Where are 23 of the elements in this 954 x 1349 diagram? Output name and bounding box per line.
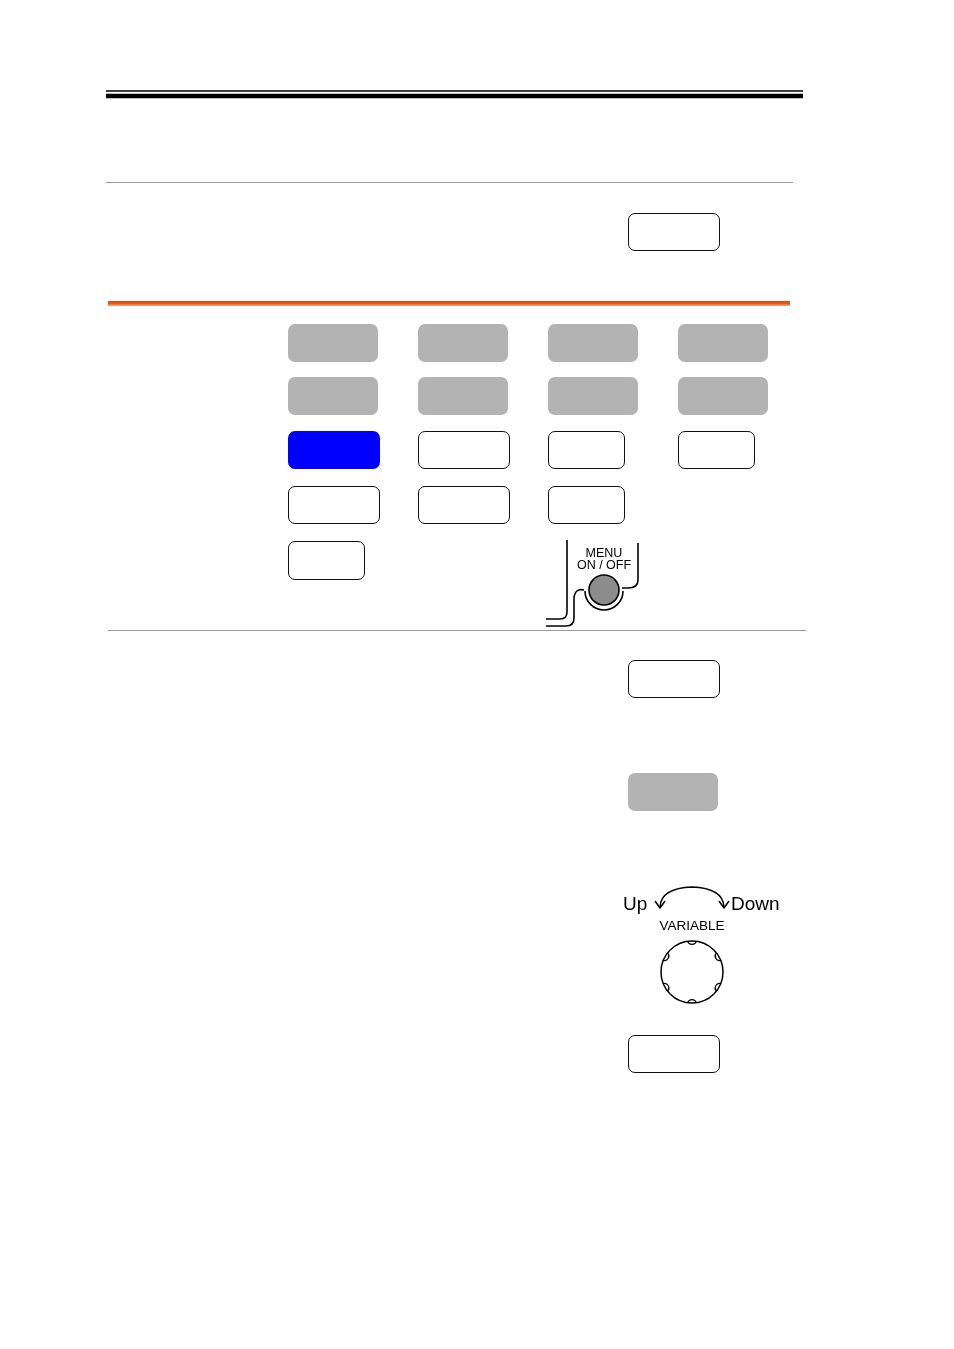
- front-panel-key: [628, 773, 718, 811]
- front-panel-key: [678, 324, 768, 362]
- selected-key: [288, 431, 380, 469]
- direction-label: Down: [731, 892, 780, 916]
- front-panel-key: [548, 377, 638, 415]
- front-panel-key: [288, 486, 380, 524]
- front-panel-key: [288, 324, 378, 362]
- front-panel-key: [548, 324, 638, 362]
- front-panel-key: [628, 660, 720, 698]
- front-panel-key: [678, 431, 755, 469]
- front-panel-key: [628, 213, 720, 251]
- front-panel-key: [548, 486, 625, 524]
- front-panel-key: [678, 377, 768, 415]
- front-panel-key: [418, 377, 508, 415]
- front-panel-key: [288, 541, 365, 580]
- front-panel-key: [418, 324, 508, 362]
- direction-label: Up: [623, 892, 648, 916]
- front-panel-key: [548, 431, 625, 469]
- front-panel-key: [418, 431, 510, 469]
- menu-button: MENU ON / OFF: [544, 538, 641, 629]
- front-panel-key: [418, 486, 510, 524]
- front-panel-key: [288, 377, 378, 415]
- front-panel-key: [628, 1035, 720, 1073]
